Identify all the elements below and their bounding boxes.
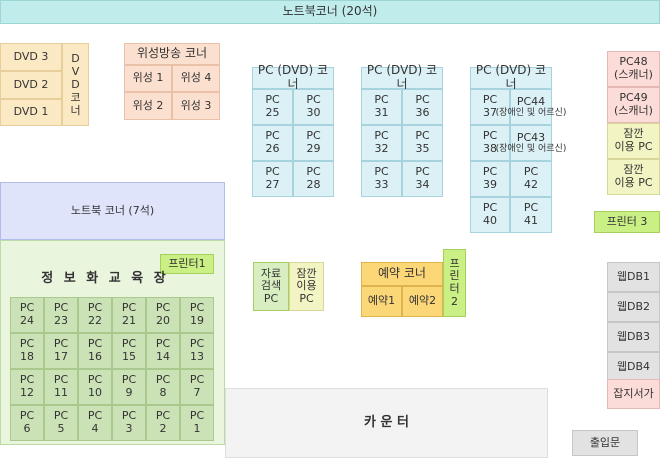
pc-44[interactable]: PC44 (장애인 및 어르신) (496, 89, 566, 125)
edu-pc[interactable]: PC 20 (146, 297, 180, 333)
pc-25[interactable]: PC 25 (252, 89, 293, 125)
pc-43-label: PC43 (516, 130, 546, 144)
printer-3[interactable]: 프린터 3 (594, 211, 660, 233)
pc-dvd-corner-2-title: PC (DVD) 코너 (361, 63, 443, 91)
printer-1[interactable]: 프린터1 (160, 254, 214, 274)
pc-dvd-corner-1-title: PC (DVD) 코너 (252, 63, 334, 91)
pc-40[interactable]: PC 40 (470, 197, 510, 233)
pc-28[interactable]: PC 28 (293, 161, 334, 197)
edu-pc[interactable]: PC 12 (10, 369, 44, 405)
satellite-seat-2[interactable]: 위성 2 (124, 92, 172, 120)
dvd-seat-3[interactable]: DVD 3 (0, 43, 62, 71)
pc-27[interactable]: PC 27 (252, 161, 293, 197)
service-counter[interactable]: 카 운 터 (225, 388, 548, 458)
pc-48-scanner[interactable]: PC48 (스캐너) (607, 51, 660, 87)
edu-pc[interactable]: PC 21 (112, 297, 146, 333)
pc-49-scanner[interactable]: PC49 (스캐너) (607, 87, 660, 123)
edu-pc[interactable]: PC 22 (78, 297, 112, 333)
short-use-pc-3[interactable]: 잠깐 이용 PC (289, 262, 324, 311)
dvd-seat-2[interactable]: DVD 2 (0, 71, 62, 99)
edu-pc[interactable]: PC 17 (44, 333, 78, 369)
satellite-corner-title: 위성방송 코너 (124, 43, 220, 65)
edu-pc[interactable]: PC 24 (10, 297, 44, 333)
edu-pc[interactable]: PC 3 (112, 405, 146, 441)
edu-pc[interactable]: PC 23 (44, 297, 78, 333)
pc-34[interactable]: PC 34 (402, 161, 443, 197)
edu-pc[interactable]: PC 19 (180, 297, 214, 333)
pc-29[interactable]: PC 29 (293, 125, 334, 161)
pc-26[interactable]: PC 26 (252, 125, 293, 161)
search-pc[interactable]: 자료 검색 PC (253, 262, 289, 311)
webdb-1[interactable]: 웹DB1 (607, 262, 660, 292)
pc-43[interactable]: PC43 (장애인 및 어르신) (496, 125, 566, 161)
edu-pc[interactable]: PC 13 (180, 333, 214, 369)
edu-pc[interactable]: PC 6 (10, 405, 44, 441)
pc-30[interactable]: PC 30 (293, 89, 334, 125)
pc-32[interactable]: PC 32 (361, 125, 402, 161)
pc-44-label: PC44 (516, 94, 546, 108)
webdb-2[interactable]: 웹DB2 (607, 292, 660, 322)
webdb-3[interactable]: 웹DB3 (607, 322, 660, 352)
pc-35[interactable]: PC 35 (402, 125, 443, 161)
notebook-corner-20-banner[interactable]: 노트북코너 (20석) (0, 0, 660, 24)
satellite-seat-3[interactable]: 위성 3 (172, 92, 220, 120)
edu-pc[interactable]: PC 18 (10, 333, 44, 369)
edu-pc[interactable]: PC 9 (112, 369, 146, 405)
magazine-shelf[interactable]: 잡지서가 (607, 379, 660, 409)
edu-pc[interactable]: PC 11 (44, 369, 78, 405)
short-use-pc-2[interactable]: 잠깐 이용 PC (607, 159, 660, 195)
edu-pc[interactable]: PC 7 (180, 369, 214, 405)
edu-pc[interactable]: PC 1 (180, 405, 214, 441)
edu-room-title: 정 보 화 교 육 장 (41, 270, 169, 286)
dvd-corner-label: D V D 코 너 (62, 43, 89, 126)
notebook-corner-7[interactable]: 노트북 코너 (7석) (0, 182, 225, 240)
pc-36[interactable]: PC 36 (402, 89, 443, 125)
edu-pc[interactable]: PC 14 (146, 333, 180, 369)
edu-pc[interactable]: PC 15 (112, 333, 146, 369)
short-use-pc-1[interactable]: 잠깐 이용 PC (607, 123, 660, 159)
reservation-seat-2[interactable]: 예약2 (402, 286, 443, 317)
printer-2[interactable]: 프 린 터 2 (443, 249, 466, 317)
pc-41[interactable]: PC 41 (510, 197, 552, 233)
pc-43-note: (장애인 및 어르신) (495, 144, 567, 155)
reservation-corner-title: 예약 코너 (361, 262, 443, 286)
edu-pc[interactable]: PC 16 (78, 333, 112, 369)
pc-dvd-corner-3-title: PC (DVD) 코너 (470, 63, 552, 91)
satellite-seat-1[interactable]: 위성 1 (124, 65, 172, 92)
entrance-door[interactable]: 출입문 (572, 430, 638, 456)
edu-pc[interactable]: PC 8 (146, 369, 180, 405)
pc-37[interactable]: PC 37 (470, 89, 510, 125)
dvd-seat-1[interactable]: DVD 1 (0, 99, 62, 126)
pc-38[interactable]: PC 38 (470, 125, 510, 161)
edu-pc[interactable]: PC 4 (78, 405, 112, 441)
pc-44-note: (장애인 및 어르신) (495, 108, 567, 119)
pc-39[interactable]: PC 39 (470, 161, 510, 197)
satellite-seat-4[interactable]: 위성 4 (172, 65, 220, 92)
pc-42[interactable]: PC 42 (510, 161, 552, 197)
webdb-4[interactable]: 웹DB4 (607, 352, 660, 382)
pc-31[interactable]: PC 31 (361, 89, 402, 125)
edu-pc[interactable]: PC 2 (146, 405, 180, 441)
pc-33[interactable]: PC 33 (361, 161, 402, 197)
edu-pc[interactable]: PC 5 (44, 405, 78, 441)
edu-pc[interactable]: PC 10 (78, 369, 112, 405)
reservation-seat-1[interactable]: 예약1 (361, 286, 402, 317)
